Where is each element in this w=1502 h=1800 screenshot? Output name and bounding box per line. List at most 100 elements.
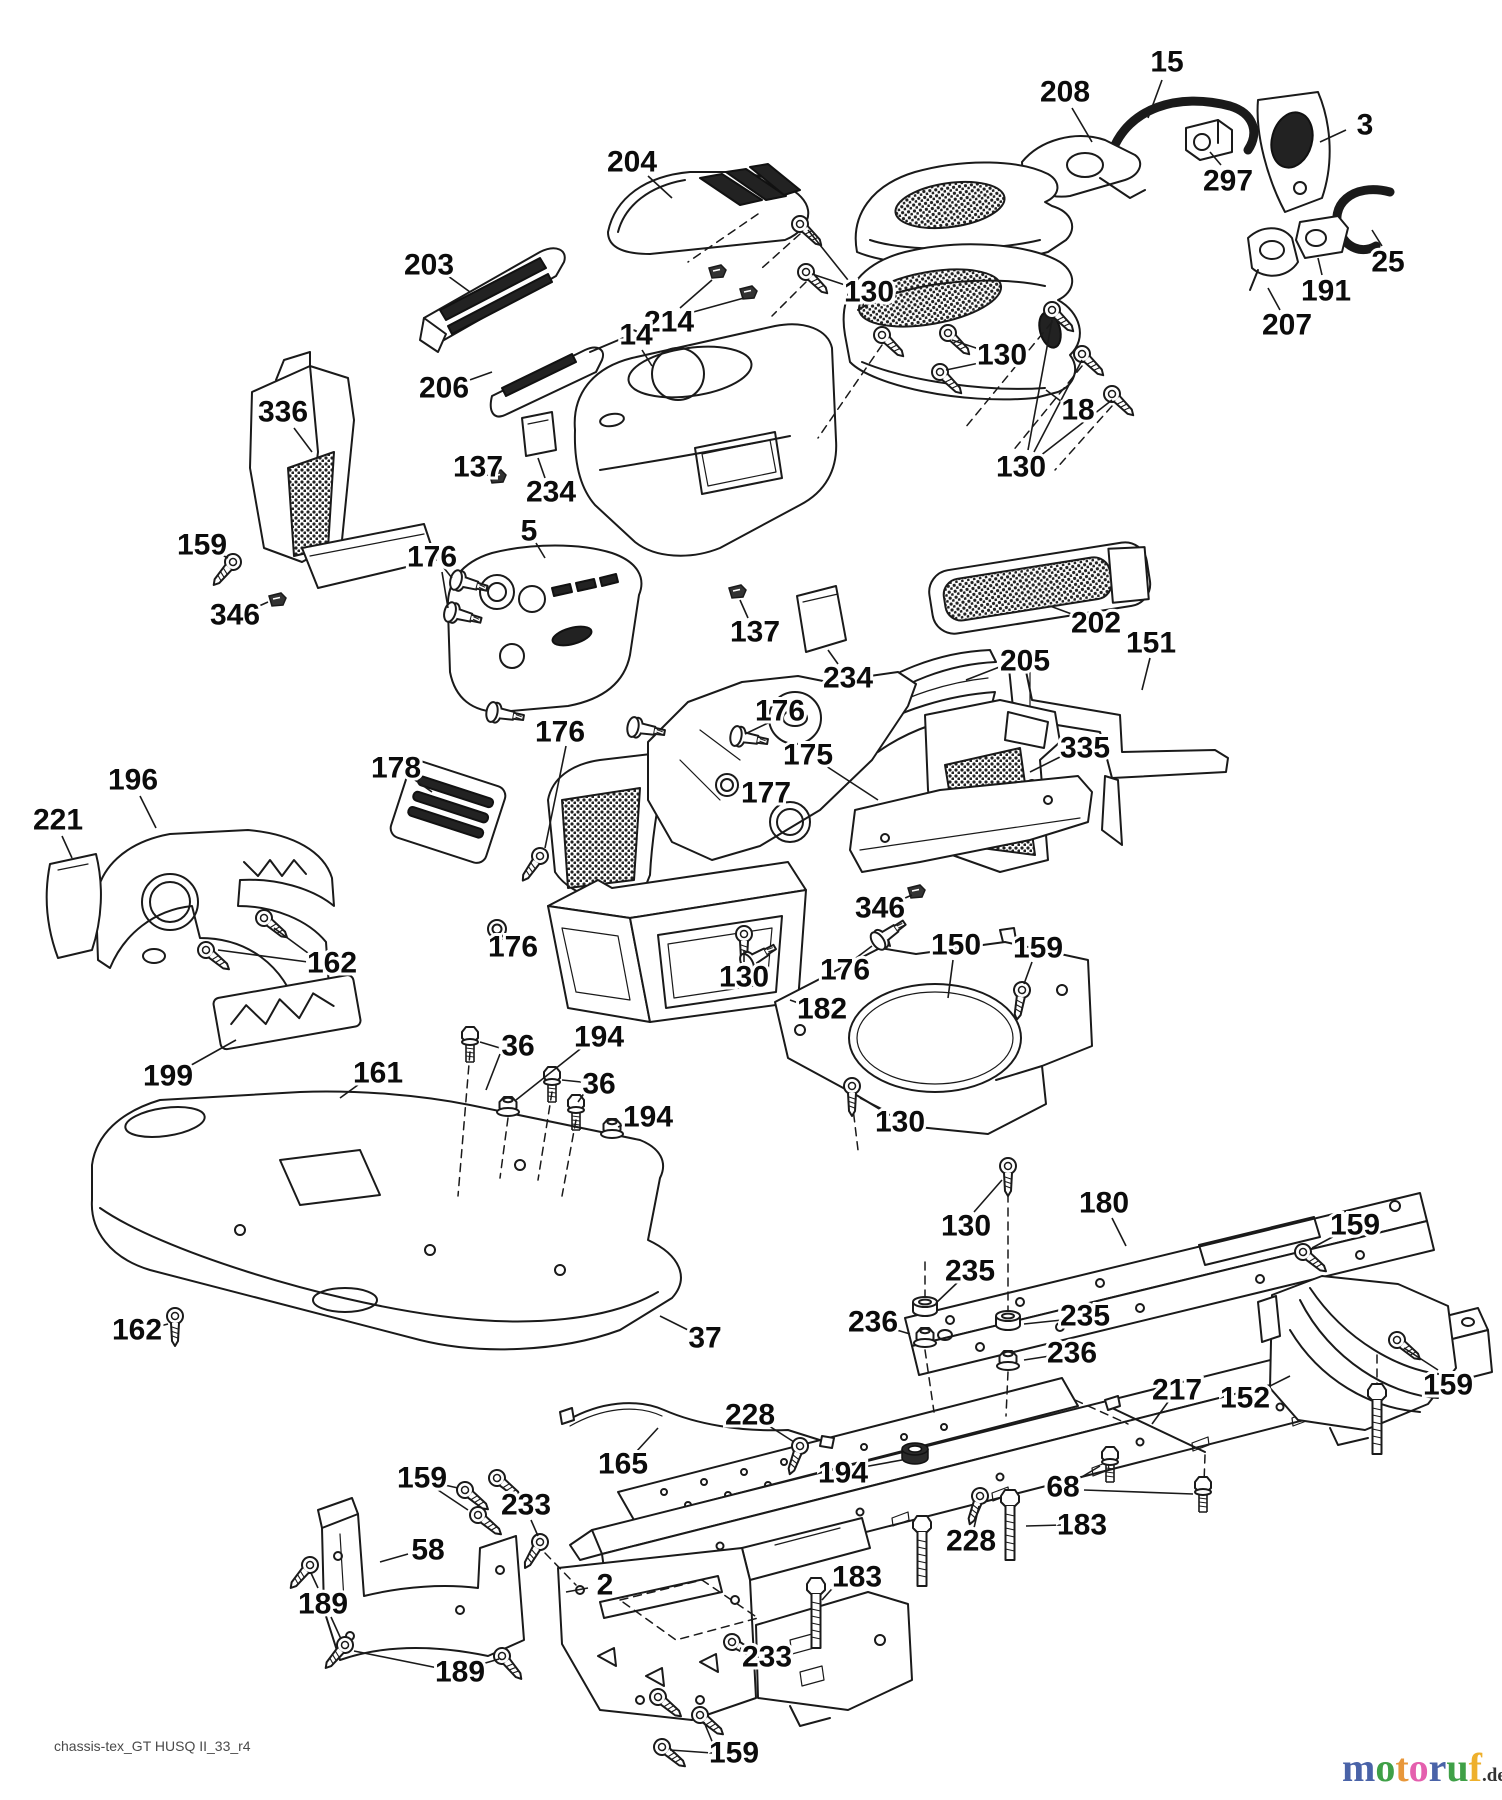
- brand-logo-word: motoruf: [1342, 1745, 1482, 1790]
- tie-rod-part: [1104, 1395, 1206, 1453]
- callout-leader-line: [1071, 107, 1093, 143]
- callout-leader-line: [443, 567, 453, 579]
- bolt-fastener-icon: [1194, 1476, 1212, 1513]
- screw-fastener-icon: [193, 937, 236, 977]
- callout-leader-line: [973, 1505, 980, 1529]
- screw-fastener-icon: [517, 1530, 552, 1573]
- part-number-callout: 180: [1079, 1187, 1129, 1220]
- callouts-layer: 1520832972042519120720321414206130130130…: [30, 43, 1476, 1773]
- callout-leader-line: [1111, 1217, 1127, 1247]
- clip-fastener-icon: [728, 584, 747, 599]
- callout-leader-line: [1319, 129, 1347, 143]
- vent-insert-part: [489, 329, 639, 418]
- part-number-callout: 137: [730, 616, 780, 649]
- callout-leader-line: [951, 339, 983, 351]
- part-number-callout: 151: [1126, 627, 1176, 660]
- callout-leader-line: [1023, 1319, 1063, 1325]
- callout-leader-line: [965, 665, 1003, 681]
- part-number-callout: 297: [1203, 165, 1253, 198]
- longbolt-fastener-icon: [1000, 1489, 1020, 1561]
- part-number-callout: 36: [501, 1030, 534, 1063]
- callout-leader-line: [635, 1427, 659, 1453]
- callout-leader-line: [139, 795, 157, 829]
- screw-fastener-icon: [1069, 341, 1110, 382]
- nut-fastener-icon: [600, 1118, 624, 1139]
- part-number-callout: 161: [353, 1057, 403, 1090]
- part-number-callout: 233: [742, 1641, 792, 1674]
- logo-letter: u: [1446, 1745, 1469, 1790]
- callout-leader-line: [498, 933, 503, 941]
- callout-leader-line: [293, 427, 313, 453]
- callout-leader-line: [1023, 961, 1033, 985]
- decal-side-part: [45, 853, 102, 959]
- part-number-callout: 235: [945, 1255, 995, 1288]
- darkring-fastener-icon: [901, 1442, 929, 1465]
- callout-leader-line: [945, 361, 985, 371]
- callout-leader-line: [739, 599, 749, 619]
- part-number-callout: 15: [1150, 46, 1183, 79]
- callout-leader-line: [1403, 1347, 1439, 1371]
- logo-letter: o: [1408, 1745, 1429, 1790]
- part-number-callout: 176: [488, 931, 538, 964]
- callout-leader-line: [485, 1053, 501, 1091]
- lower-grille-part: [547, 861, 807, 1023]
- callout-leader-line: [481, 1658, 500, 1665]
- callout-leader-line: [1039, 399, 1113, 457]
- part-number-callout: 346: [855, 892, 905, 925]
- part-number-callout: 165: [598, 1448, 648, 1481]
- callout-leader-line: [561, 1079, 582, 1083]
- inner-duct-part: [547, 751, 669, 903]
- part-number-callout: 37: [688, 1322, 721, 1355]
- clip-fastener-icon: [708, 264, 727, 279]
- part-number-callout: 178: [371, 752, 421, 785]
- bolt-fastener-icon: [1101, 1446, 1119, 1483]
- part-number-callout: 58: [411, 1534, 444, 1567]
- part-number-callout: 137: [453, 451, 503, 484]
- callout-leader-line: [273, 927, 313, 957]
- callout-leader-line: [669, 1749, 713, 1754]
- callout-leader-line: [825, 765, 879, 801]
- part-number-callout: 183: [1057, 1509, 1107, 1542]
- callout-leader-line: [1049, 605, 1078, 617]
- part-number-callout: 214: [644, 306, 694, 339]
- callout-leader-line: [1371, 229, 1383, 247]
- callout-leader-line: [439, 1483, 459, 1489]
- part-number-callout: 182: [797, 993, 847, 1026]
- part-number-callout: 336: [258, 396, 308, 429]
- part-number-callout: 130: [996, 451, 1046, 484]
- callout-leader-line: [703, 1721, 715, 1747]
- nut-fastener-icon: [496, 1096, 520, 1117]
- callout-leader-line: [530, 1519, 539, 1537]
- insert-plate-part: [212, 974, 362, 1051]
- part-number-callout: 150: [931, 929, 981, 962]
- seat-bracket-part: [1257, 1275, 1457, 1446]
- callout-leader-line: [1267, 287, 1281, 311]
- part-number-callout: 203: [404, 249, 454, 282]
- fender-part: [90, 1090, 682, 1351]
- bolt-fastener-icon: [461, 1026, 479, 1063]
- screw-fastener-icon: [1099, 381, 1140, 422]
- part-number-callout: 176: [535, 716, 585, 749]
- wire-link-part: [559, 1402, 835, 1449]
- part-number-callout: 68: [1046, 1471, 1079, 1504]
- dash-tower-part: [573, 323, 838, 557]
- part-number-callout: 191: [1301, 275, 1351, 308]
- part-number-callout: 176: [407, 541, 457, 574]
- callout-leader-line: [827, 649, 839, 665]
- part-number-callout: 14: [619, 319, 653, 352]
- socket-part: [1247, 227, 1299, 291]
- part-number-callout: 234: [526, 476, 576, 509]
- callout-leader-line: [739, 786, 751, 791]
- logo-letter: m: [1342, 1745, 1376, 1790]
- clip-fastener-icon: [739, 285, 758, 300]
- trim-arc-part: [1107, 96, 1259, 157]
- callout-leader-line: [1311, 1233, 1339, 1249]
- callout-leader-line: [947, 959, 954, 999]
- callout-leader-line: [739, 1647, 749, 1653]
- callout-leader-line: [61, 835, 73, 859]
- hood-scoop-part: [607, 163, 810, 255]
- part-number-callout: 346: [210, 599, 260, 632]
- part-number-callout: 130: [844, 276, 894, 309]
- screw-fastener-icon: [515, 843, 553, 887]
- part-number-callout: 205: [1000, 645, 1050, 678]
